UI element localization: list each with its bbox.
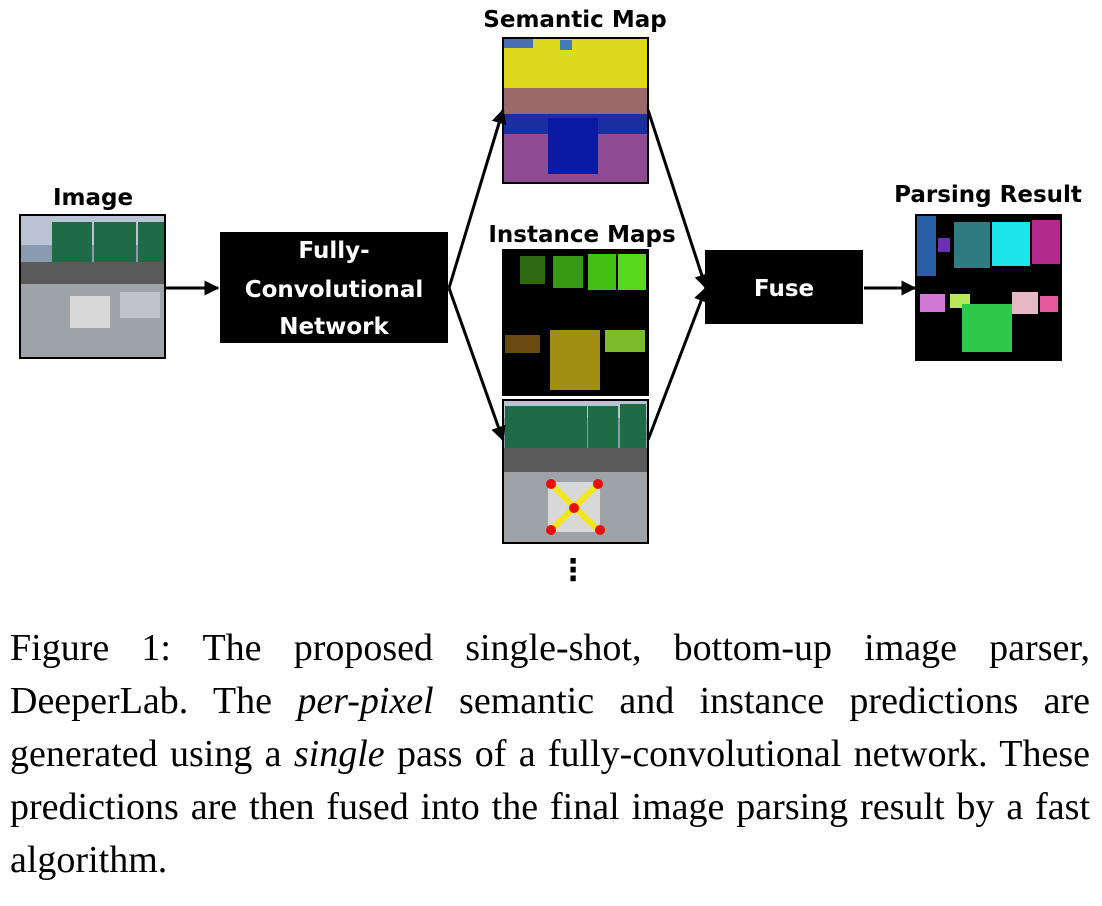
pipeline-figure: Image Semantic Map Instance Maps Parsing… <box>19 7 1082 588</box>
image-label: Image <box>53 185 133 211</box>
network-line1: Fully- <box>298 238 369 264</box>
semantic-map-label: Semantic Map <box>483 7 666 33</box>
parsing-result-image <box>915 214 1062 361</box>
ellipsis: ⋮ <box>558 553 588 588</box>
instance-maps-label: Instance Maps <box>488 222 675 248</box>
caption-middle-2: pass of a fully-convolutional network. T… <box>10 733 1090 881</box>
flow-arrows <box>166 108 917 442</box>
caption-prefix: Figure 1: The proposed single-shot, bott… <box>10 627 1090 722</box>
caption-emphasis-single: single <box>293 733 385 775</box>
caption-emphasis-per-pixel: per-pixel <box>297 680 434 722</box>
network-line2: Convolutional <box>245 277 424 303</box>
input-image <box>19 214 166 359</box>
fuse-label: Fuse <box>754 276 814 302</box>
network-line3: Network <box>279 314 389 340</box>
semantic-map-image <box>502 37 649 184</box>
parsing-result-label: Parsing Result <box>894 182 1082 208</box>
network-box <box>220 232 448 343</box>
figure-caption: Figure 1: The proposed single-shot, bott… <box>10 622 1090 887</box>
caption-middle-1: semantic and instance predictions are ge… <box>10 680 1090 775</box>
instance-map-keypoints <box>502 399 649 544</box>
fuse-box <box>705 250 863 324</box>
instance-map-offsets <box>502 249 649 396</box>
